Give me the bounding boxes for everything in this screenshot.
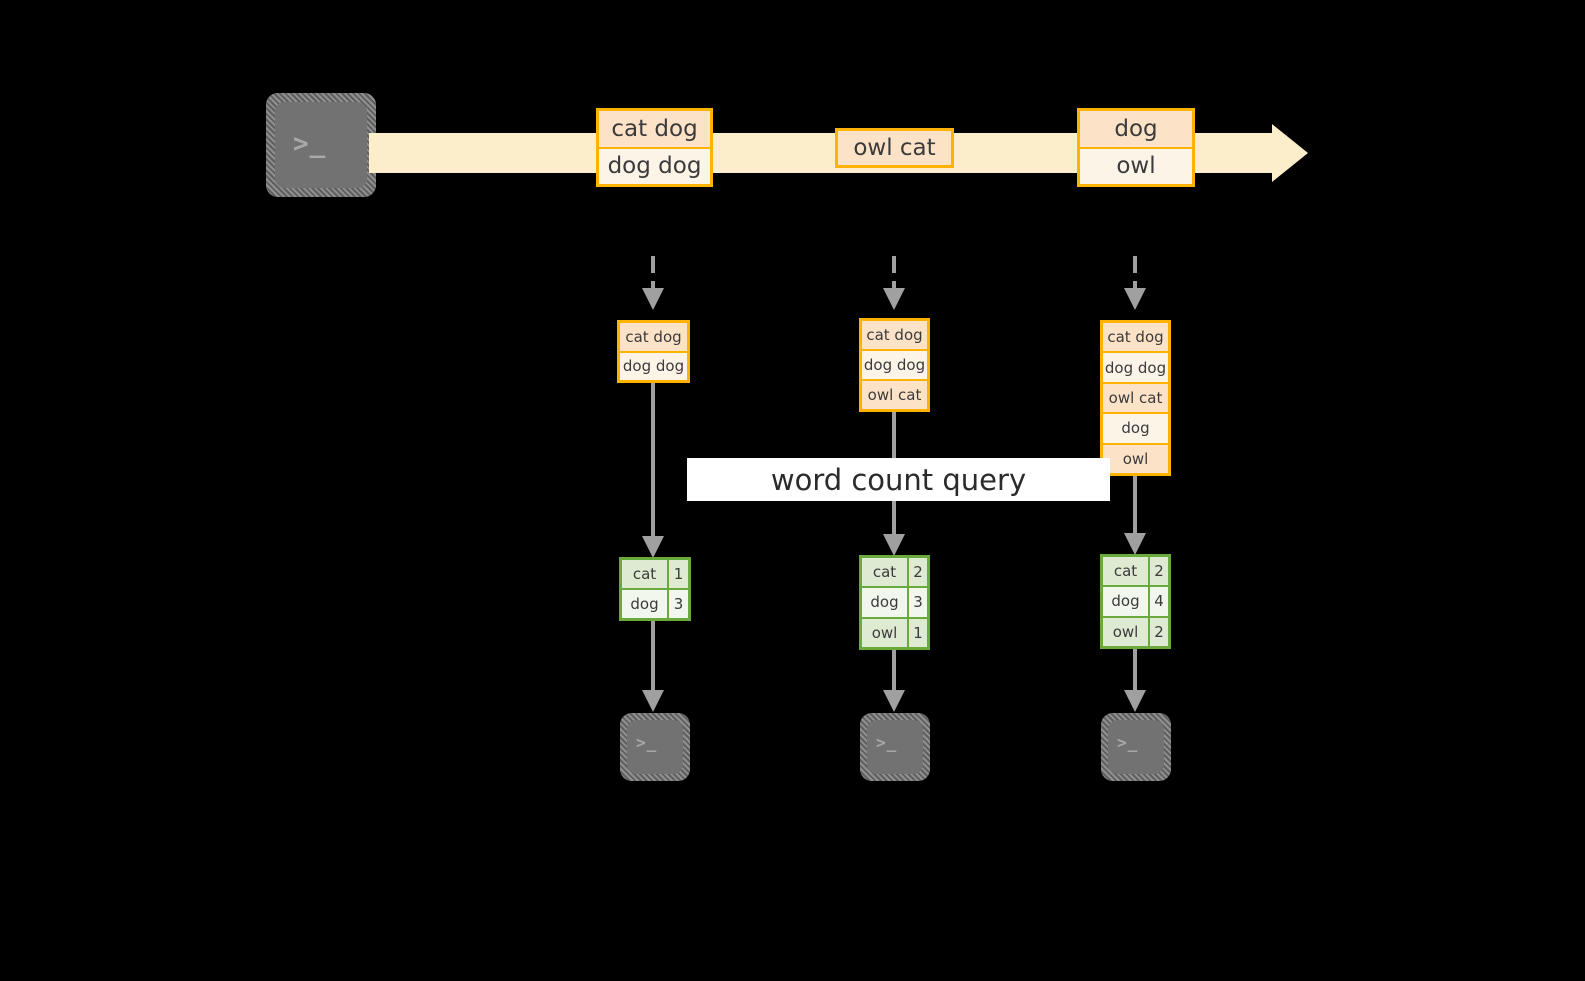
table-cell-value: 2 — [907, 558, 927, 587]
stream-event-cell: cat dog — [599, 111, 710, 147]
column-3-sink-terminal-icon[interactable]: >_ — [1101, 713, 1171, 781]
stack-cell: dog dog — [620, 350, 687, 380]
column-3-input-stack[interactable]: cat dog dog dog owl cat dog owl — [1100, 320, 1171, 476]
column-1-query-arrow-shaft — [651, 383, 655, 539]
column-1-result-table[interactable]: cat 1 dog 3 — [619, 557, 691, 621]
stream-event-group-1[interactable]: cat dog dog dog — [596, 108, 713, 187]
column-2-dashed-arrow-shaft — [892, 256, 896, 292]
column-1-sink-arrow-head — [642, 690, 664, 712]
column-3-sink-arrow-shaft — [1133, 649, 1137, 694]
stack-cell: cat dog — [1103, 323, 1168, 352]
table-cell-value: 3 — [907, 588, 927, 617]
column-3-dashed-arrow-head — [1124, 288, 1146, 310]
terminal-face — [627, 720, 683, 774]
table-row: cat 2 — [862, 558, 927, 587]
column-3-query-arrow-head — [1124, 533, 1146, 555]
table-row: dog 3 — [862, 586, 927, 617]
table-cell-key: cat — [622, 560, 667, 588]
column-2-input-stack[interactable]: cat dog dog dog owl cat — [859, 318, 930, 412]
table-row: owl 2 — [1103, 615, 1168, 646]
table-cell-value: 1 — [907, 618, 927, 647]
table-cell-key: dog — [1103, 587, 1148, 616]
column-2-dashed-arrow-head — [883, 288, 905, 310]
stack-cell: cat dog — [862, 321, 927, 349]
stack-cell: cat dog — [620, 323, 687, 351]
terminal-prompt-label: >_ — [876, 733, 898, 752]
table-cell-value: 1 — [667, 560, 688, 588]
stream-event-cell: dog dog — [599, 146, 710, 184]
column-1-sink-terminal-icon[interactable]: >_ — [620, 713, 690, 781]
source-terminal-icon[interactable]: >_ — [266, 93, 376, 197]
table-cell-key: dog — [622, 590, 667, 618]
column-1-input-stack[interactable]: cat dog dog dog — [617, 320, 690, 383]
table-row: owl 1 — [862, 616, 927, 647]
terminal-prompt-label: >_ — [293, 129, 327, 159]
terminal-face — [1108, 720, 1164, 774]
table-cell-key: owl — [862, 618, 907, 647]
table-row: dog 4 — [1103, 585, 1168, 616]
table-cell-value: 2 — [1148, 617, 1168, 646]
column-1-dashed-arrow-shaft — [651, 256, 655, 292]
table-row: cat 2 — [1103, 557, 1168, 586]
stream-event-cell: dog — [1080, 111, 1192, 147]
stack-cell: owl — [1103, 442, 1168, 473]
column-1-query-arrow-head — [642, 536, 664, 558]
table-cell-key: owl — [1103, 617, 1148, 646]
query-banner: word count query — [687, 458, 1110, 501]
column-3-result-table[interactable]: cat 2 dog 4 owl 2 — [1100, 554, 1171, 649]
column-2-sink-terminal-icon[interactable]: >_ — [860, 713, 930, 781]
table-cell-key: cat — [862, 558, 907, 587]
column-3-dashed-arrow-shaft — [1133, 256, 1137, 292]
column-3-query-arrow-shaft — [1133, 476, 1137, 536]
stream-arrow-head — [1272, 124, 1308, 182]
table-row: dog 3 — [622, 588, 688, 618]
stack-cell: dog dog — [862, 349, 927, 379]
column-3-sink-arrow-head — [1124, 690, 1146, 712]
query-banner-label: word count query — [770, 462, 1027, 497]
table-cell-key: dog — [862, 588, 907, 617]
stack-cell: dog dog — [1103, 351, 1168, 382]
stream-event-cell: owl — [1080, 146, 1192, 184]
terminal-prompt-label: >_ — [1117, 733, 1139, 752]
table-cell-value: 4 — [1148, 587, 1168, 616]
stream-event-cell: owl cat — [838, 131, 951, 165]
column-2-sink-arrow-shaft — [892, 650, 896, 694]
table-cell-value: 2 — [1148, 557, 1168, 586]
column-2-query-arrow-head — [883, 534, 905, 556]
column-1-dashed-arrow-head — [642, 288, 664, 310]
column-1-sink-arrow-shaft — [651, 621, 655, 693]
terminal-face — [867, 720, 923, 774]
table-cell-key: cat — [1103, 557, 1148, 586]
terminal-face — [275, 102, 367, 188]
stack-cell: dog — [1103, 412, 1168, 443]
stack-cell: owl cat — [862, 379, 927, 409]
table-row: cat 1 — [622, 560, 688, 588]
stack-cell: owl cat — [1103, 381, 1168, 413]
terminal-prompt-label: >_ — [636, 733, 658, 752]
stream-event-group-2[interactable]: owl cat — [835, 128, 954, 168]
column-2-sink-arrow-head — [883, 690, 905, 712]
table-cell-value: 3 — [667, 590, 688, 618]
stream-event-group-3[interactable]: dog owl — [1077, 108, 1195, 187]
column-2-result-table[interactable]: cat 2 dog 3 owl 1 — [859, 555, 930, 650]
